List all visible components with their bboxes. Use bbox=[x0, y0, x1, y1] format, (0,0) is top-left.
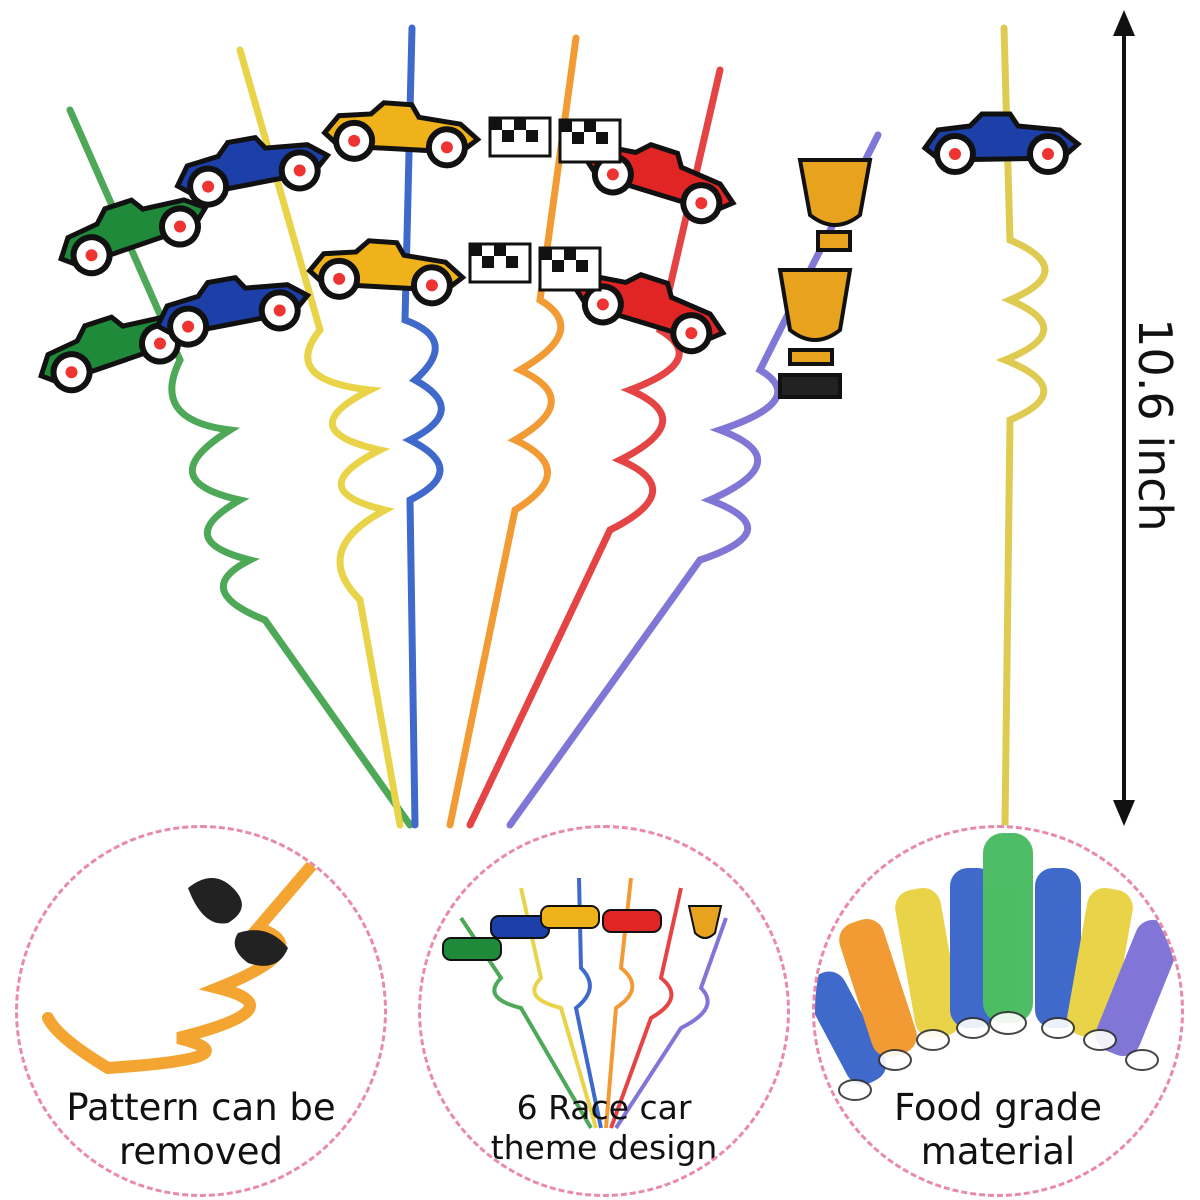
feature-caption-material: Food grade material bbox=[815, 1086, 1181, 1174]
feature-caption-theme: 6 Race car theme design bbox=[421, 1088, 787, 1168]
feature-caption-line2: removed bbox=[119, 1130, 283, 1173]
removable-pattern-illustration bbox=[42, 852, 324, 1075]
feature-caption-removable: Pattern can be removed bbox=[18, 1086, 384, 1174]
theme-design-illustration bbox=[442, 877, 728, 1130]
feature-circle-theme: 6 Race car theme design bbox=[418, 825, 790, 1197]
feature-caption-line2: theme design bbox=[490, 1128, 718, 1167]
feature-caption-line1: Food grade bbox=[893, 1086, 1103, 1129]
product-photo bbox=[0, 10, 1135, 829]
feature-caption-line2: material bbox=[920, 1130, 1076, 1173]
feature-circle-material: Food grade material bbox=[812, 825, 1184, 1197]
feature-caption-line1: 6 Race car bbox=[516, 1088, 692, 1127]
feature-circle-removable: Pattern can be removed bbox=[15, 825, 387, 1197]
dimension-label: 10.6 inch bbox=[1128, 318, 1182, 532]
material-tubes-illustration bbox=[815, 833, 1181, 1101]
feature-caption-line1: Pattern can be bbox=[66, 1086, 336, 1129]
